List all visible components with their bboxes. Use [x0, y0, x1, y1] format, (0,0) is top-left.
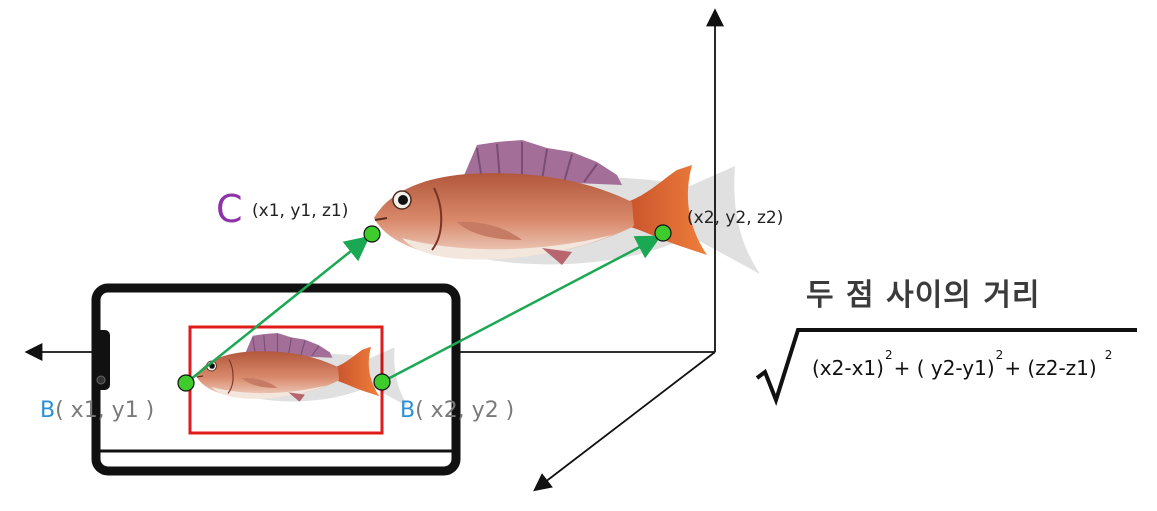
formula-exp2: 2	[995, 348, 1004, 362]
projection-arrow-left	[185, 235, 370, 384]
distance-formula: (x2-x1)2+ ( y2-y1)2+ (z2-z1)2	[812, 348, 1113, 380]
fish-3d-image	[373, 139, 761, 275]
projection-arrow-right	[381, 235, 662, 384]
point-c-letter: C	[216, 187, 243, 231]
axis-depth	[533, 351, 716, 492]
point-b2-letter: B	[400, 398, 416, 423]
point-b2-coords: ( x2, y2 )	[415, 398, 515, 423]
point-b1-letter: B	[40, 398, 56, 423]
phone-camera-notch	[93, 330, 110, 390]
formula-term2: + ( y2-y1)	[893, 356, 995, 380]
diagram-title: 두 점 사이의 거리	[806, 278, 1041, 313]
point-b1-coords: ( x1, y1 )	[55, 398, 155, 423]
formula-exp1: 2	[884, 348, 893, 362]
point-c1-coords: (x1, y1, z1)	[252, 201, 349, 221]
point-b1-marker	[177, 374, 195, 392]
point-c2-coords: (x2, y2, z2)	[687, 208, 784, 228]
point-b1-label: B( x1, y1 )	[40, 398, 154, 423]
point-c2-marker	[654, 224, 672, 242]
point-b2-label: B( x2, y2 )	[400, 398, 514, 423]
formula-term1: (x2-x1)	[812, 356, 884, 380]
point-b2-marker	[373, 373, 391, 391]
phone-camera-lens-icon	[96, 375, 106, 385]
point-c1-marker	[363, 225, 381, 243]
formula-exp3: 2	[1104, 348, 1113, 362]
formula-term3: + (z2-z1)	[1004, 356, 1097, 380]
square-root-sign	[755, 328, 1137, 407]
